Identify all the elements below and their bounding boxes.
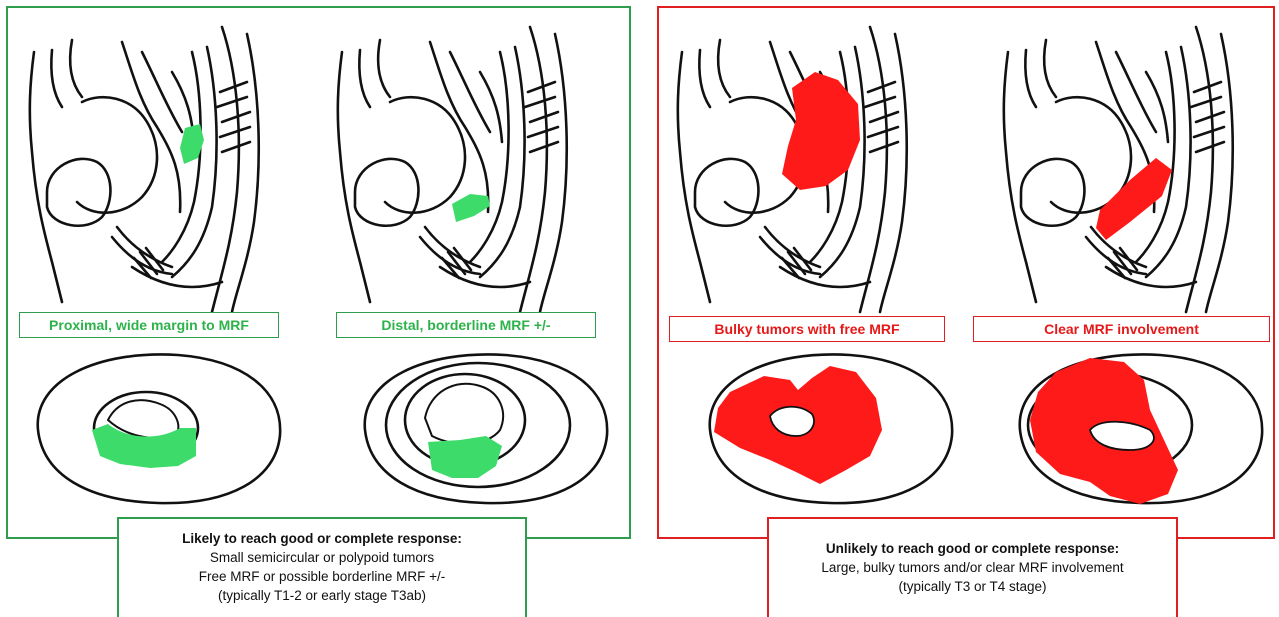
sagittal-diagram-4 [1004, 27, 1233, 312]
favorable-summary-title: Likely to reach good or complete respons… [119, 529, 525, 548]
favorable-summary-line3: (typically T1-2 or early stage T3ab) [119, 586, 525, 605]
tumor-red-1 [782, 72, 860, 190]
label-proximal: Proximal, wide margin to MRF [19, 312, 279, 338]
axial-diagram-1 [38, 354, 280, 503]
label-clear-mrf: Clear MRF involvement [973, 316, 1270, 342]
favorable-summary-line1: Small semicircular or polypoid tumors [119, 548, 525, 567]
sagittal-diagram-1 [30, 27, 259, 312]
label-distal: Distal, borderline MRF +/- [336, 312, 596, 338]
axial-diagram-2 [365, 354, 607, 503]
sagittal-diagram-2 [338, 27, 567, 312]
tumor-green-2 [452, 194, 490, 222]
unfavorable-summary-line1: Large, bulky tumors and/or clear MRF inv… [769, 558, 1176, 577]
unfavorable-summary: Unlikely to reach good or complete respo… [767, 517, 1178, 617]
unfavorable-summary-title: Unlikely to reach good or complete respo… [769, 539, 1176, 558]
label-bulky: Bulky tumors with free MRF [669, 316, 945, 342]
unfavorable-summary-line2: (typically T3 or T4 stage) [769, 577, 1176, 596]
favorable-summary-line2: Free MRF or possible borderline MRF +/- [119, 567, 525, 586]
axial-diagram-3 [710, 354, 952, 503]
axial-diagram-4 [1020, 354, 1262, 504]
favorable-summary: Likely to reach good or complete respons… [117, 517, 527, 617]
tumor-green-3 [92, 424, 196, 468]
sagittal-diagram-3 [678, 27, 907, 312]
tumor-green-4 [428, 436, 502, 478]
